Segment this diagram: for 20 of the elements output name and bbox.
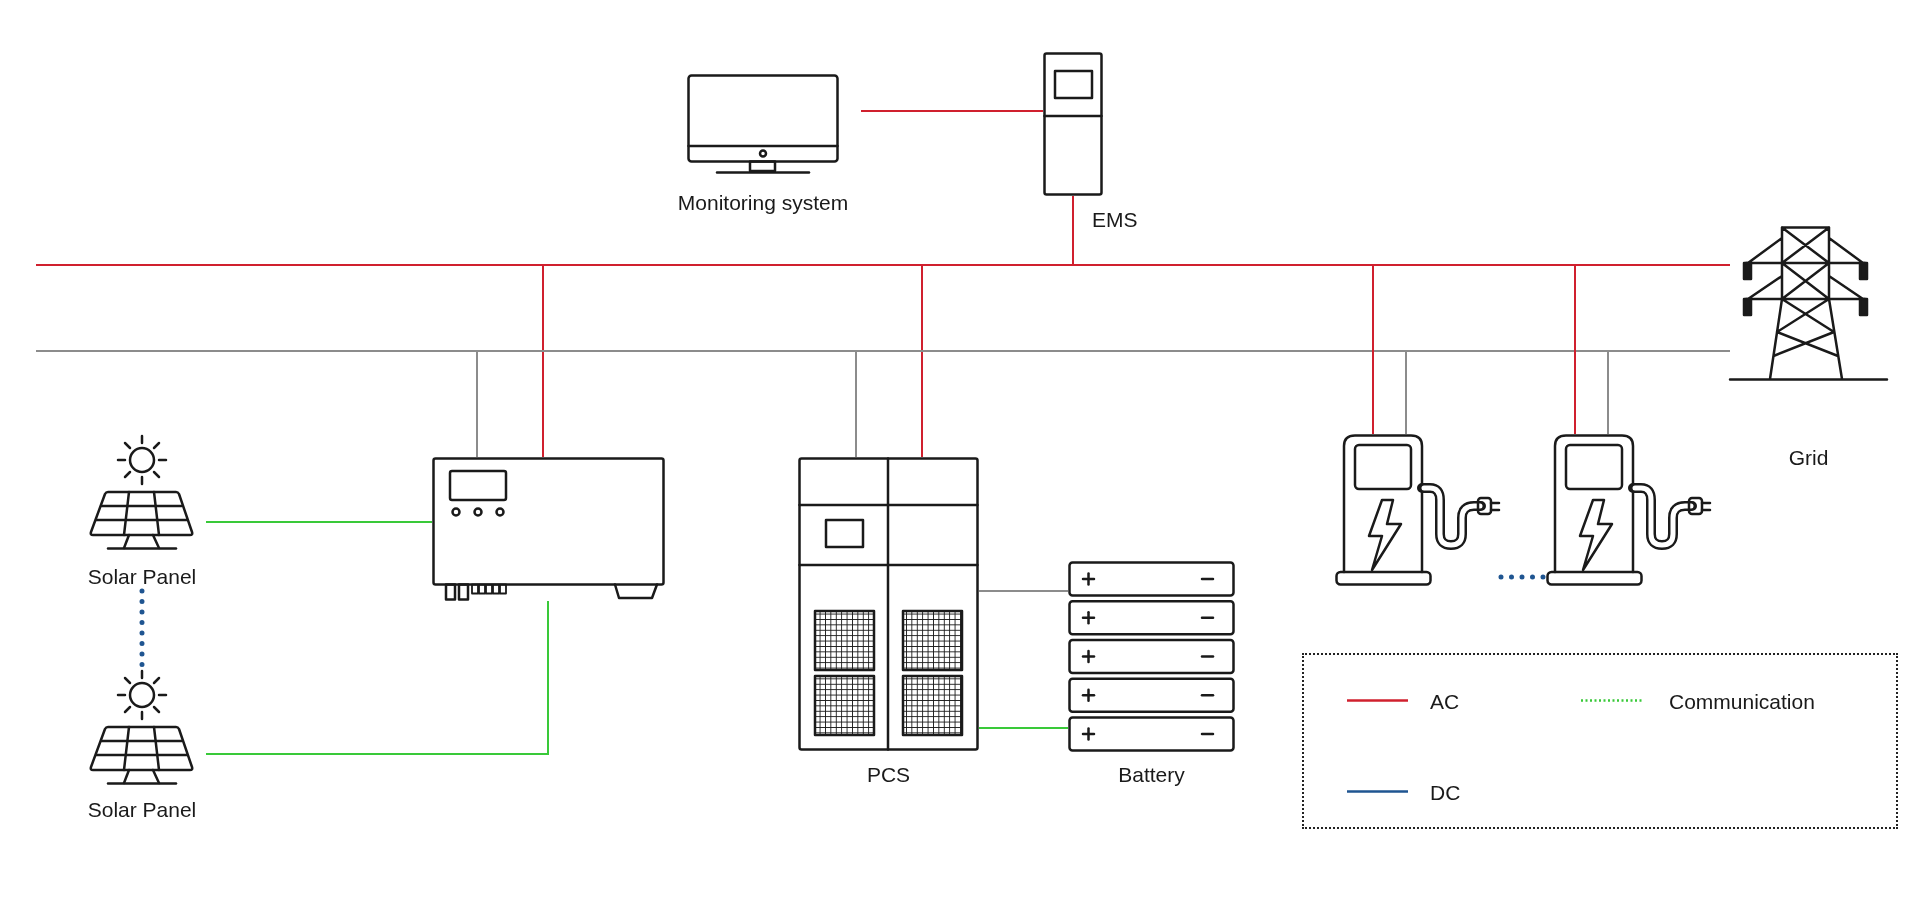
- node-label: PCS: [866, 762, 911, 788]
- connector-line: [205, 600, 549, 755]
- connector-line: [205, 521, 433, 523]
- node-label: Grid: [1788, 445, 1829, 471]
- legend-label: Communication: [1669, 689, 1815, 715]
- legend-label: DC: [1430, 780, 1461, 806]
- connector-line: [1607, 350, 1731, 435]
- charging-station-icon: [1335, 434, 1501, 586]
- charging-station-icon: [1546, 434, 1712, 586]
- node-label: Monitoring system: [677, 190, 849, 216]
- node-label: Solar Panel: [87, 797, 197, 823]
- node-label: Solar Panel: [87, 564, 197, 590]
- node-label: Battery: [1118, 762, 1185, 788]
- node-label: EMS: [1092, 207, 1138, 233]
- inverter-icon: [432, 457, 665, 601]
- connector-line: [978, 727, 1069, 729]
- connector-line: [860, 110, 1044, 112]
- connector-line: [1574, 264, 1731, 435]
- legend-label: AC: [1430, 689, 1460, 715]
- connector-line: [978, 590, 1069, 592]
